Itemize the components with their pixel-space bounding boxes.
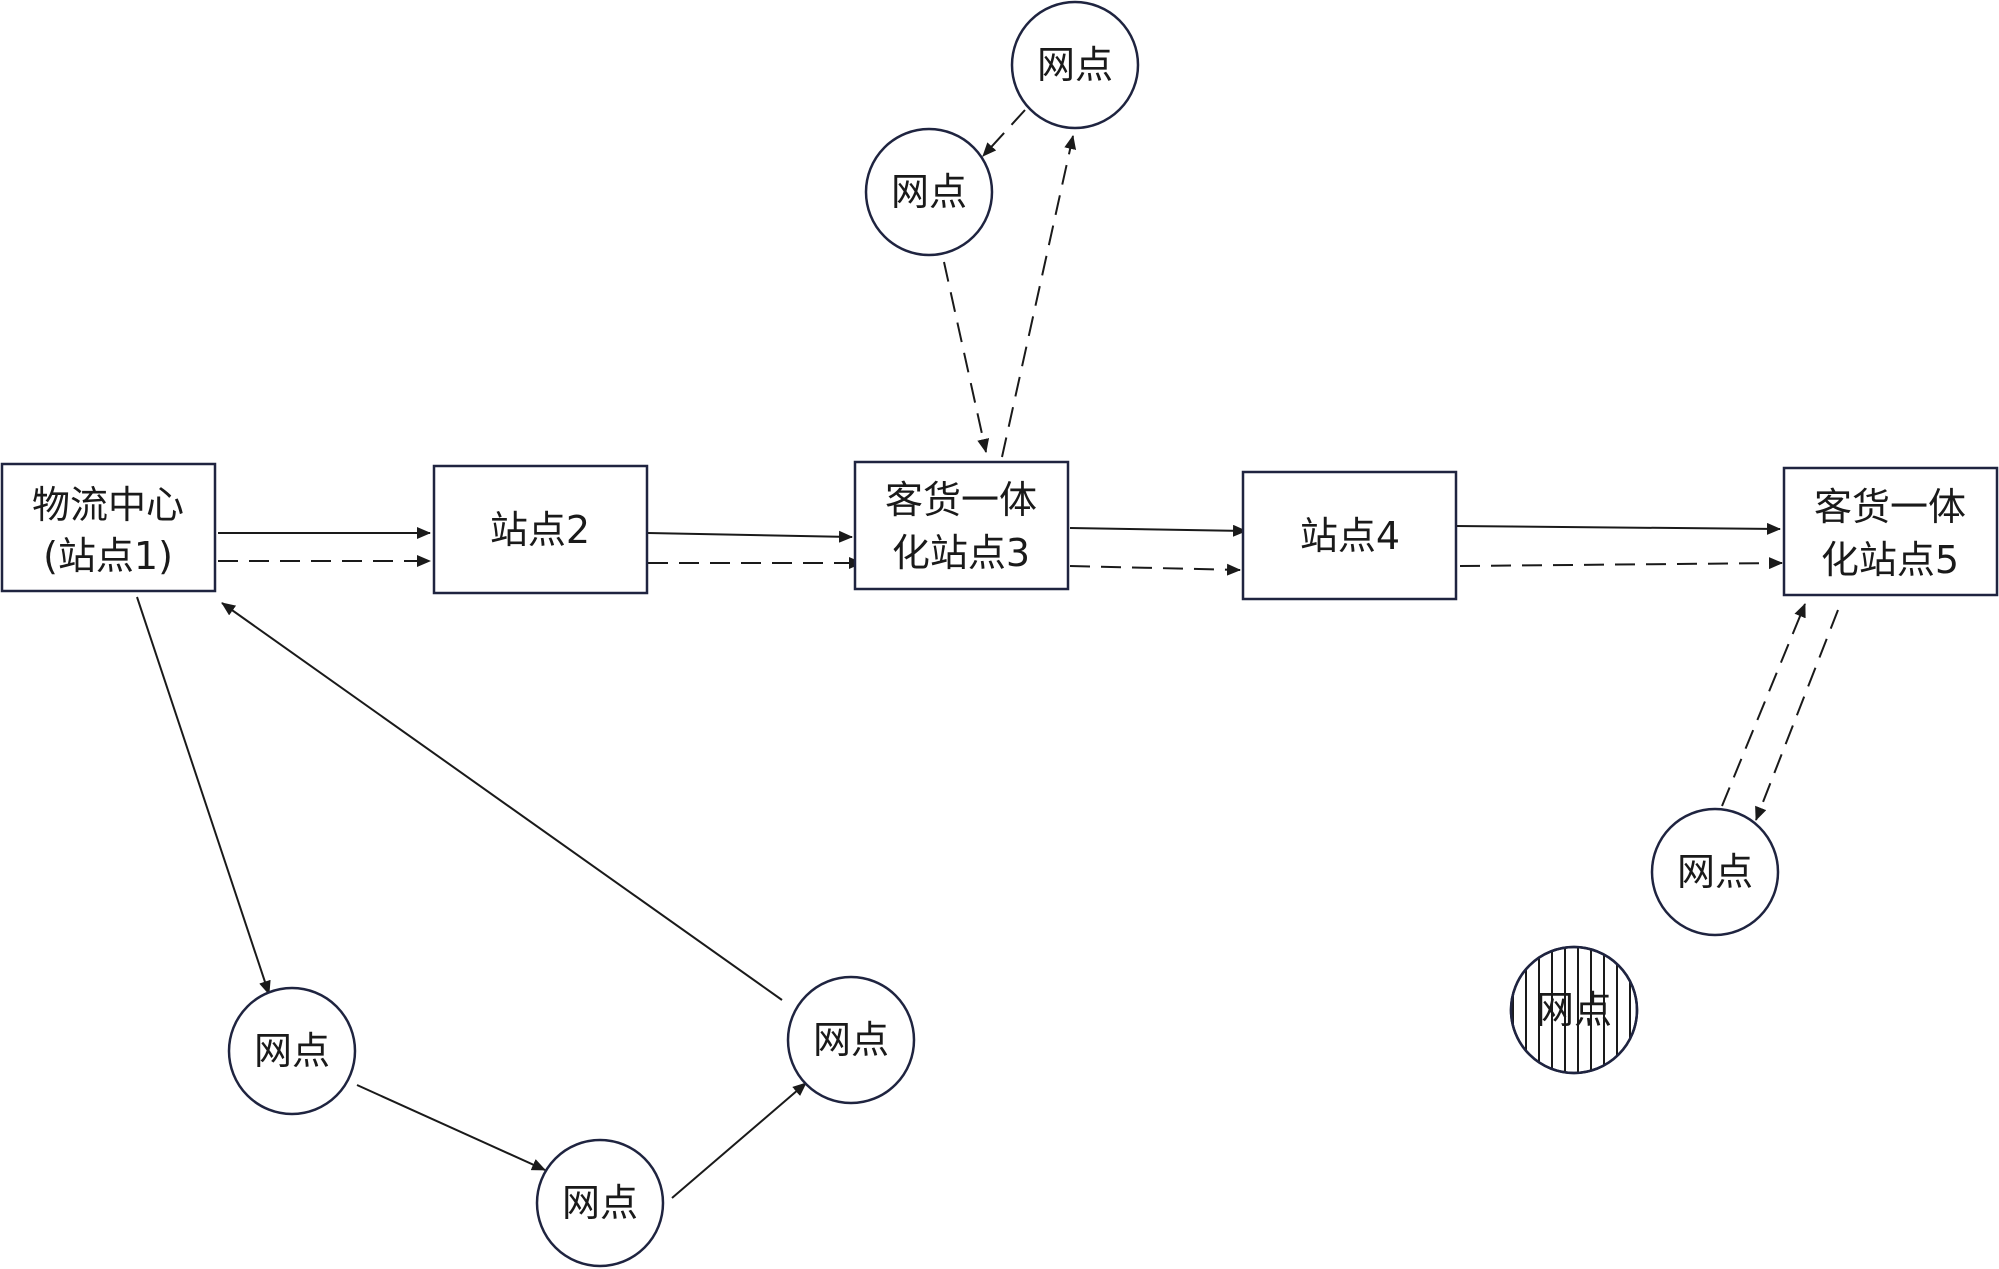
edge-outlet-loopleft-to-outlet-loopbottom	[356, 1084, 546, 1171]
outlet-loop-bottom: 网点	[535, 1138, 665, 1268]
edge-integrated3-to-outlet-topright	[1001, 135, 1077, 458]
outlet-loop-right: 网点	[786, 975, 916, 1105]
outlet-top-left: 网点	[864, 127, 994, 257]
edge-integrated3-to-station4-dashed	[1069, 563, 1241, 576]
edge-hub-to-outlet-loopleft	[136, 596, 271, 995]
edge-outlet-loopbottom-to-outlet-loopright	[671, 1082, 807, 1199]
hub-label-line2: (站点1)	[43, 534, 173, 578]
outlet-loop-bottom-label: 网点	[562, 1181, 638, 1225]
edge-outlet-topright-to-outlet-topleft	[982, 109, 1026, 157]
station2-box: 站点2	[432, 464, 649, 595]
outlet-top-right-label: 网点	[1037, 43, 1113, 87]
outlet-hatched-label: 网点	[1536, 988, 1612, 1032]
edge-right-outlet-to-integrated5	[1721, 603, 1806, 807]
outlet-hatched: 网点	[1509, 945, 1639, 1075]
station4-box: 站点4	[1241, 470, 1458, 601]
integrated5-label-line2: 化站点5	[1821, 538, 1959, 582]
integrated3-label-line1: 客货一体	[885, 478, 1037, 522]
hub-box: 物流中心 (站点1)	[0, 462, 217, 593]
edge-station4-to-integrated5-dashed	[1459, 557, 1783, 570]
integrated5-box: 客货一体 化站点5	[1782, 466, 1999, 597]
station2-label: 站点2	[490, 508, 590, 552]
edge-integrated5-to-right-outlet	[1755, 609, 1839, 821]
edge-station2-to-integrated3-solid	[647, 530, 853, 543]
outlet-loop-right-label: 网点	[813, 1018, 889, 1062]
integrated3-label-line2: 化站点3	[892, 531, 1030, 575]
edge-integrated3-to-station4-solid	[1069, 524, 1247, 537]
integrated3-box: 客货一体 化站点3	[853, 460, 1070, 591]
outlet-right-label: 网点	[1677, 850, 1753, 894]
station4-label: 站点4	[1300, 514, 1400, 558]
outlet-top-left-label: 网点	[891, 170, 967, 214]
edge-outlet-loopright-to-hub	[221, 602, 783, 1001]
outlet-top-right: 网点	[1010, 0, 1140, 130]
outlet-loop-left: 网点	[227, 986, 357, 1116]
outlet-loop-left-label: 网点	[254, 1029, 330, 1073]
edge-outlet-topleft-to-integrated3	[943, 261, 990, 453]
edge-station4-to-integrated5-solid	[1454, 522, 1781, 535]
integrated5-label-line1: 客货一体	[1814, 485, 1966, 529]
hub-label-line1: 物流中心	[32, 483, 184, 527]
outlet-right: 网点	[1650, 807, 1780, 937]
